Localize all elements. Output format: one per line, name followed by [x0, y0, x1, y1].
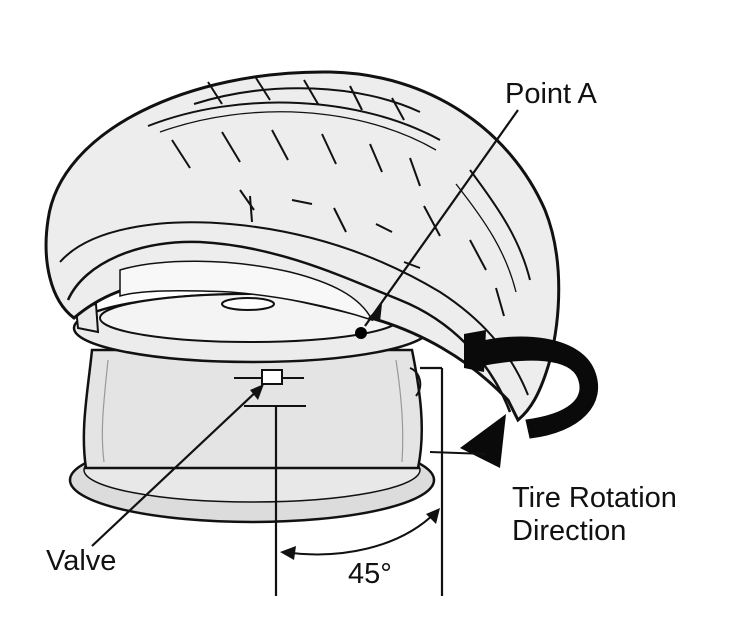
- angle-arc: [280, 508, 440, 560]
- rotation-arrow: [429, 330, 599, 468]
- wheel-rim: [68, 292, 436, 524]
- point-a-label: Point A: [505, 78, 597, 110]
- tire: [44, 70, 561, 423]
- valve-leader: [91, 384, 264, 547]
- angle-reference-lines: [274, 366, 444, 596]
- rotation-direction-label-line1: Tire Rotation: [512, 482, 677, 514]
- angle-label: 45°: [348, 558, 392, 590]
- point-a-marker: [355, 109, 519, 339]
- valve-label: Valve: [46, 545, 117, 577]
- rotation-direction-label-line2: Direction: [512, 515, 627, 547]
